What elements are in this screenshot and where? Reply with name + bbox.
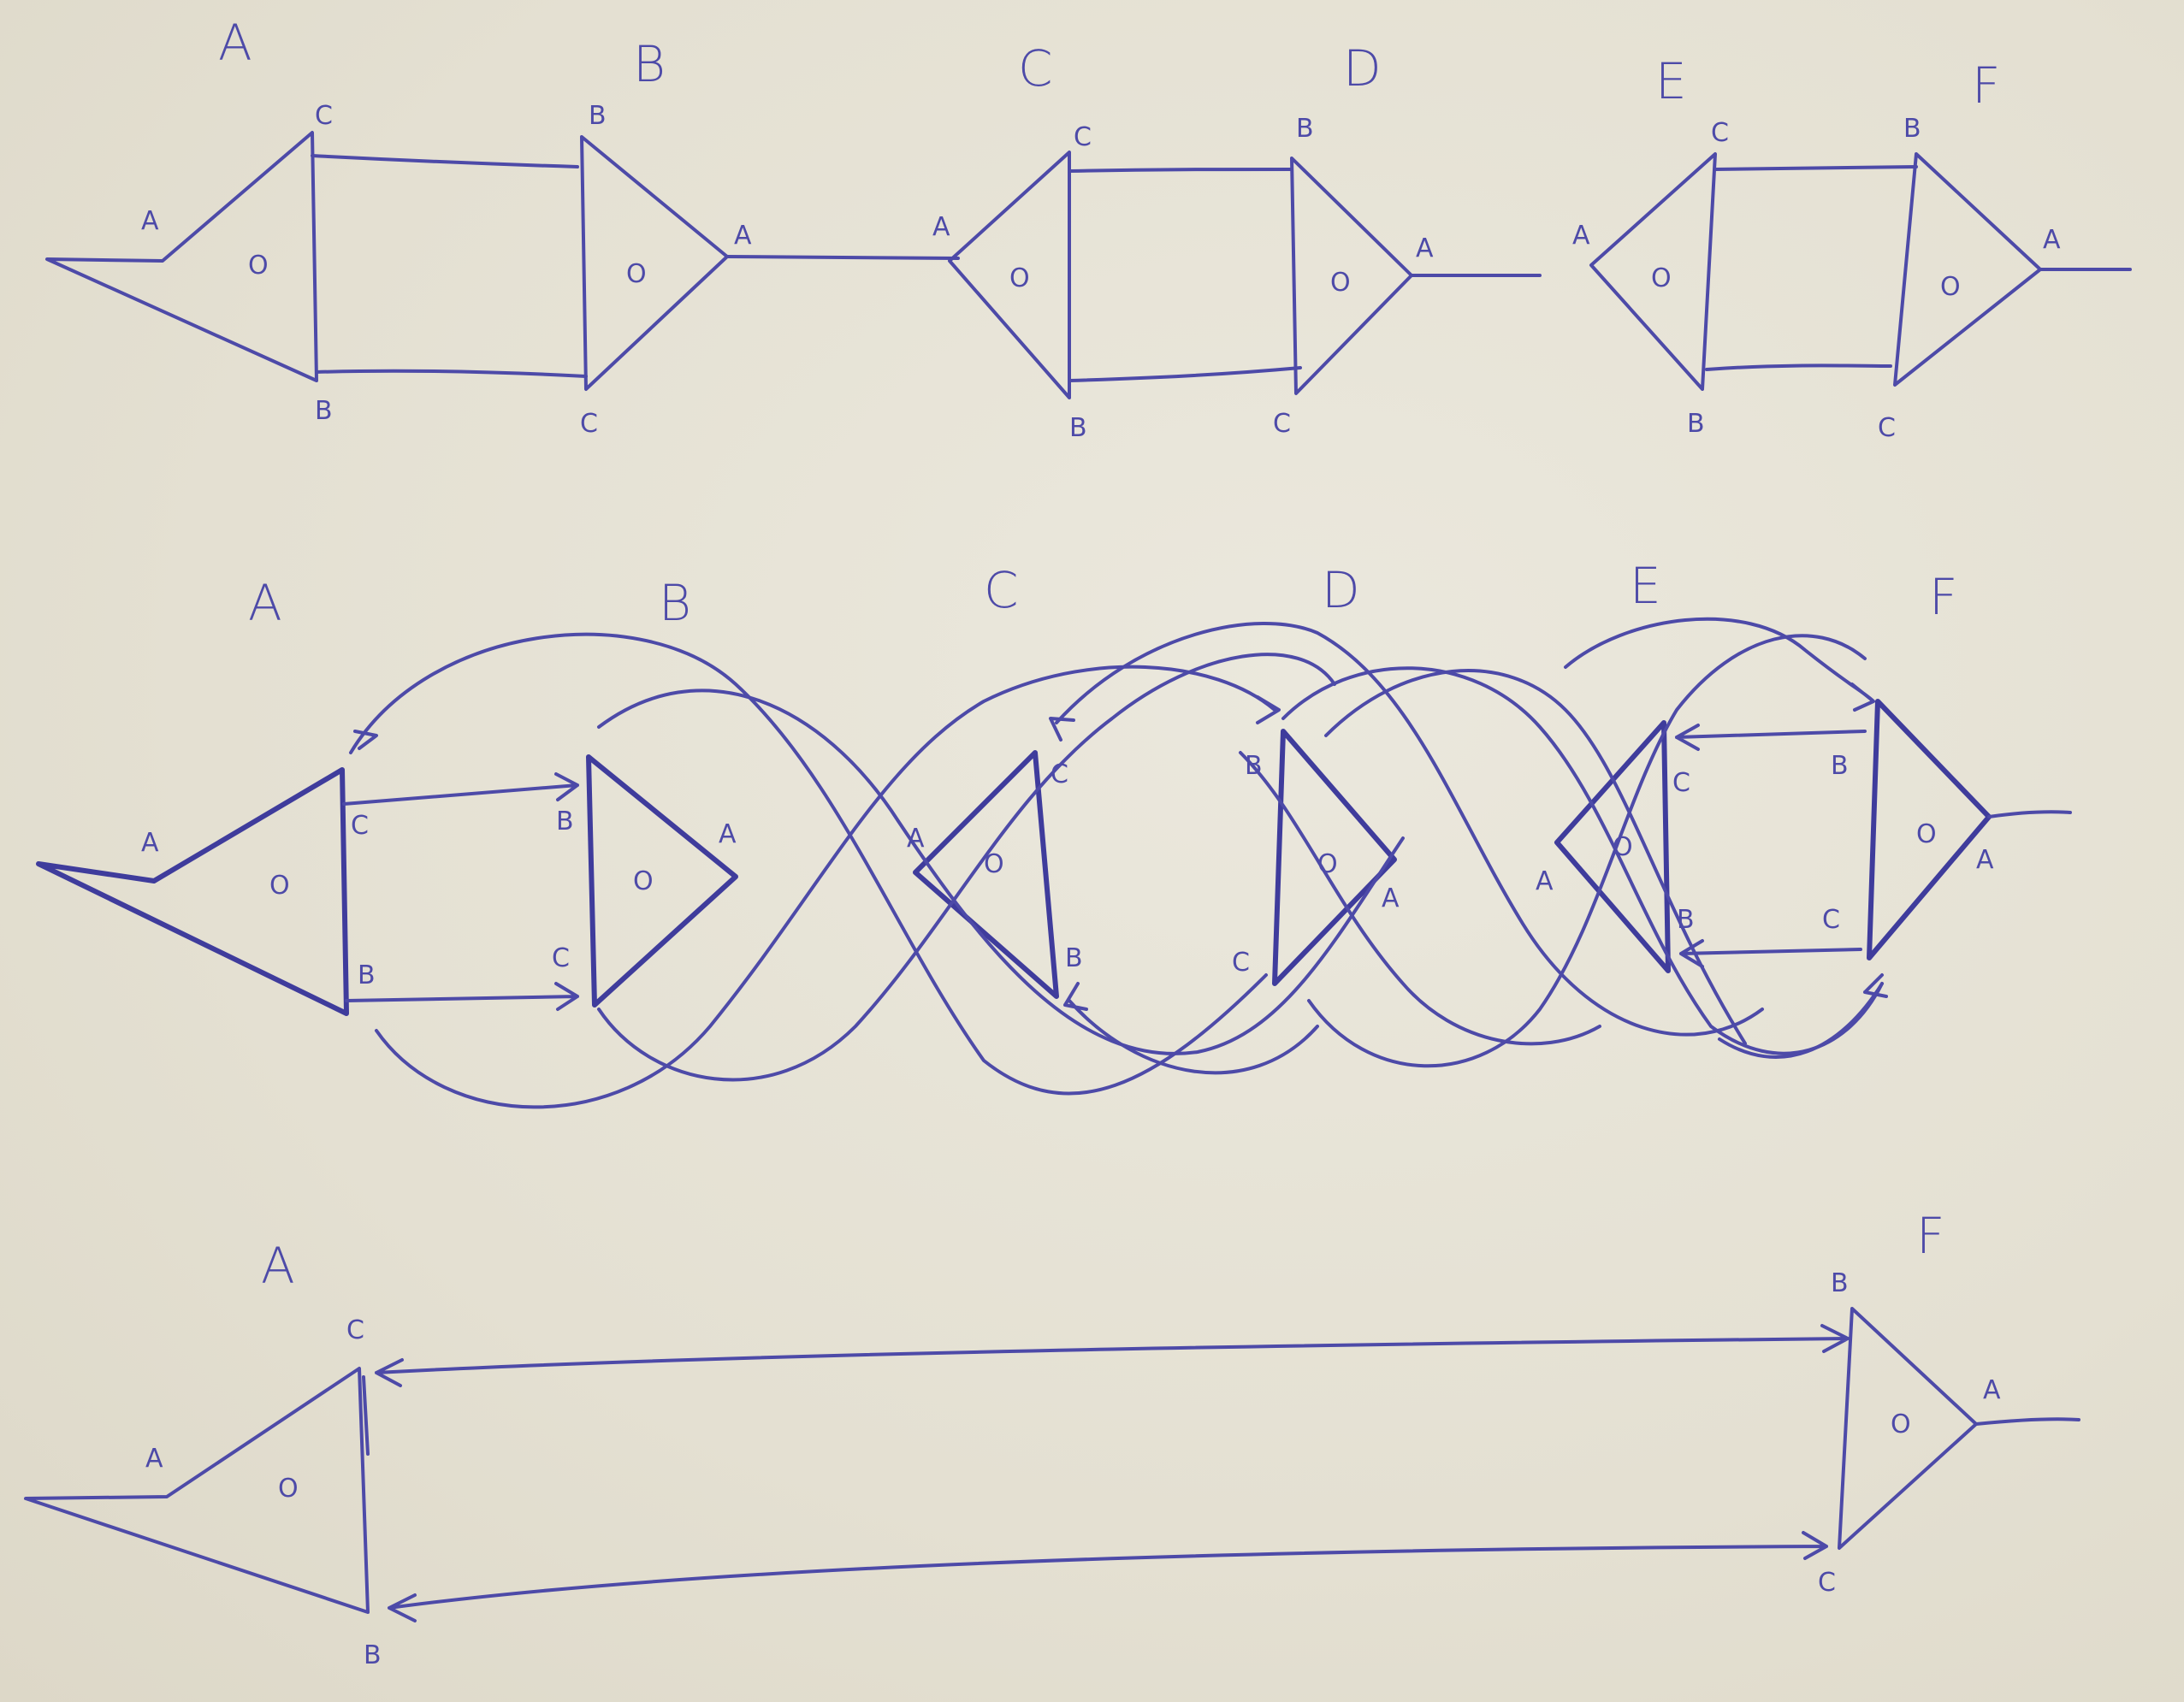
row2-b-port-a: A — [719, 819, 737, 849]
row2-a-port-c: C — [351, 811, 369, 841]
row2-a-port-a: A — [141, 828, 159, 858]
row2-triangle-d: O B A C — [1232, 729, 1400, 986]
row2-e-port-a: A — [1536, 866, 1554, 896]
row1-c-port-b: B — [1069, 413, 1087, 443]
row1-a-port-a: A — [141, 206, 159, 236]
row2-c-port-b: B — [1065, 943, 1083, 973]
row2-a-center: O — [269, 871, 290, 901]
row3-triangle-a: O A C B — [24, 1315, 382, 1670]
row1-b-port-c: C — [580, 409, 598, 439]
row1-c-port-c: C — [1074, 122, 1092, 152]
row3-f-port-b: B — [1831, 1268, 1849, 1298]
row2-c-port-c: C — [1051, 759, 1068, 789]
row2-node-label-b: B — [659, 574, 691, 632]
row1-b-port-b: B — [589, 101, 607, 131]
row3-f-port-c: C — [1818, 1568, 1836, 1598]
row3-top-double-arrow — [375, 1324, 1850, 1387]
row2-triangle-b: O B A C — [552, 754, 738, 1008]
row3-a-port-c: C — [346, 1315, 364, 1345]
row1-node-label-a: A — [218, 14, 252, 72]
row1-d-port-c: C — [1273, 409, 1291, 439]
row2-d-center: O — [1317, 849, 1338, 879]
row1-triangle-d: O B A C — [1273, 114, 1542, 439]
row2-f-port-c: C — [1822, 905, 1840, 935]
row2-b-center: O — [633, 866, 654, 896]
row3-f-center: O — [1891, 1409, 1911, 1439]
row3-a-center: O — [278, 1474, 299, 1504]
row3-node-label-a: A — [261, 1237, 295, 1295]
row1-triangle-b: O B A C — [580, 101, 960, 439]
row2-c-center: O — [984, 849, 1004, 879]
row1-triangle-f: O B A C — [1878, 114, 2132, 443]
row1-f-port-b: B — [1903, 114, 1921, 144]
row2-triangle-c: O A C B — [907, 750, 1083, 999]
row2-crossing-loops — [349, 617, 1888, 1109]
row-3-endpoint-link: A F O A C B O B A C — [24, 1207, 2080, 1670]
row1-b-center: O — [626, 259, 647, 289]
row2-c-port-a: A — [907, 824, 925, 854]
row1-node-label-c: C — [1018, 39, 1053, 98]
row1-node-label-b: B — [633, 35, 666, 93]
row1-d-port-a: A — [1416, 233, 1434, 263]
row2-f-center: O — [1916, 819, 1937, 849]
row2-triangle-a: O A C B — [36, 767, 376, 1016]
row1-c-center: O — [1009, 263, 1030, 293]
row2-f-port-b: B — [1831, 751, 1849, 781]
row1-triangle-a: O A C B — [45, 101, 333, 426]
row2-node-label-c: C — [984, 561, 1019, 619]
row1-c-port-a: A — [932, 212, 950, 242]
row3-a-port-a: A — [145, 1444, 163, 1474]
row2-node-label-a: A — [248, 574, 282, 632]
row-2-crossed-chain: A B C D E F O A C B O B A C O A C — [36, 557, 2072, 1109]
row-1-linear-chain: A B C D E F O A C B O B A C O A — [45, 14, 2132, 443]
row2-e-port-c: C — [1672, 768, 1690, 798]
row1-node-label-d: D — [1343, 39, 1382, 98]
row1-b-port-a: A — [734, 221, 752, 251]
row1-f-port-c: C — [1878, 413, 1896, 443]
row1-a-center: O — [248, 251, 269, 281]
row1-d-port-b: B — [1296, 114, 1314, 144]
row2-triangle-f: O B A C — [1822, 699, 2072, 960]
row2-node-label-f: F — [1929, 568, 1957, 626]
row1-triangle-c: O A C B — [932, 122, 1092, 443]
row1-node-label-f: F — [1972, 56, 2000, 115]
row2-b-port-b: B — [556, 807, 574, 836]
row1-e-port-b: B — [1687, 409, 1705, 439]
row2-d-port-c: C — [1232, 948, 1250, 978]
row2-node-label-d: D — [1322, 561, 1360, 619]
row2-a-port-b: B — [358, 960, 376, 990]
row3-node-label-f: F — [1916, 1207, 1944, 1265]
row3-triangle-f: O B A C — [1818, 1268, 2080, 1598]
row3-bottom-double-arrow — [388, 1531, 1828, 1622]
row1-triangle-e: O A C B — [1572, 118, 1729, 439]
row2-b-port-c: C — [552, 943, 570, 973]
row2-f-port-a: A — [1976, 845, 1994, 875]
row1-f-port-a: A — [2043, 225, 2061, 255]
row1-node-label-e: E — [1655, 52, 1687, 110]
row1-f-center: O — [1940, 272, 1961, 302]
row2-node-label-e: E — [1630, 557, 1661, 615]
row1-d-center: O — [1330, 268, 1351, 298]
row1-a-port-b: B — [315, 396, 333, 426]
row2-d-port-a: A — [1382, 884, 1400, 913]
row3-a-port-b: B — [364, 1640, 382, 1670]
row3-f-port-a: A — [1983, 1375, 2001, 1405]
row1-e-port-c: C — [1711, 118, 1729, 148]
row1-e-center: O — [1651, 263, 1672, 293]
row1-e-port-a: A — [1572, 221, 1590, 251]
row1-a-port-c: C — [315, 101, 333, 131]
